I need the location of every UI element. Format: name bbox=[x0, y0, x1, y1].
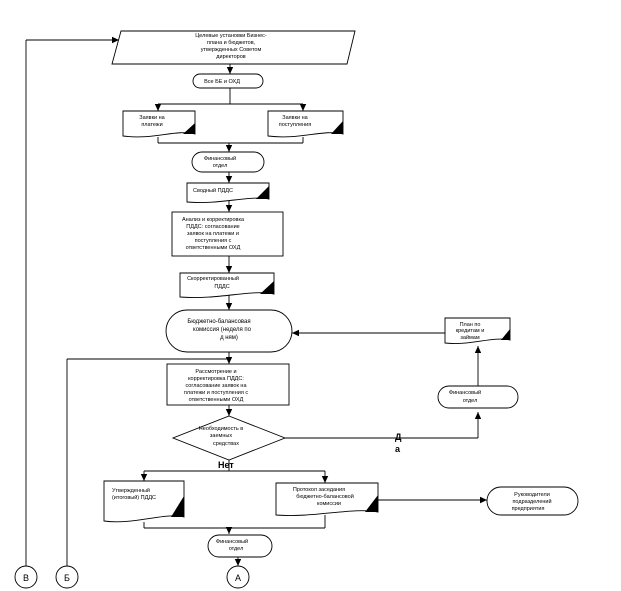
all-units-text: Все БЕ и ОХД bbox=[204, 79, 240, 85]
svg-text:Протокол заседания: Протокол заседания bbox=[293, 487, 345, 493]
input-shape: Целевые установки Бизнес- плана и бюджет… bbox=[111, 30, 356, 65]
svg-text:средствах: средствах bbox=[213, 441, 239, 447]
input-text-line: директоров bbox=[216, 54, 246, 60]
svg-text:заявок на платежи и: заявок на платежи и bbox=[187, 231, 239, 237]
input-text-line: утвержденных Советом bbox=[201, 47, 262, 53]
receipt-requests-doc: Заявки на поступления bbox=[267, 110, 344, 138]
svg-text:Утвержденный: Утвержденный bbox=[112, 487, 150, 494]
yes-label: Д bbox=[395, 432, 402, 442]
receipt-requests-text: поступления bbox=[279, 122, 311, 128]
analysis-process: Анализ и корректировка ПДДС: согласовани… bbox=[171, 211, 284, 257]
corrected-pdds-doc: Скорректированный ПДДС bbox=[179, 272, 275, 298]
svg-text:Б: Б bbox=[64, 573, 70, 583]
payment-requests-text: Заявки на bbox=[139, 115, 165, 121]
payment-requests-doc: Заявки на платежи bbox=[122, 110, 196, 138]
svg-text:комиссии: комиссии bbox=[317, 501, 341, 507]
protocol-doc: Протокол заседания бюджетно-балансовой к… bbox=[275, 482, 379, 516]
svg-text:отдел: отдел bbox=[213, 163, 228, 169]
input-text-line: плана и бюджетов, bbox=[207, 40, 256, 46]
unit-heads-node: Руководители подразделений предприятия bbox=[486, 486, 579, 516]
connector-b: Б bbox=[55, 565, 79, 589]
svg-text:бюджетно-балансовой: бюджетно-балансовой bbox=[296, 493, 354, 500]
svg-text:Руководители: Руководители bbox=[514, 492, 550, 498]
svg-text:корректировка ПДДС:: корректировка ПДДС: bbox=[188, 376, 244, 382]
svg-text:Рассмотрение и: Рассмотрение и bbox=[195, 369, 236, 375]
svg-text:ПДДС: ПДДС bbox=[214, 284, 229, 290]
svg-text:Анализ и корректировка: Анализ и корректировка bbox=[182, 217, 245, 223]
svg-text:Бюджетно-балансовая: Бюджетно-балансовая bbox=[187, 319, 250, 325]
input-text-line: Целевые установки Бизнес- bbox=[195, 33, 267, 39]
finance-dept-node: Финансовый отдел bbox=[207, 534, 273, 558]
credit-plan-doc: План по кредитам и займам bbox=[444, 317, 511, 345]
svg-text:кредитам и: кредитам и bbox=[456, 328, 485, 334]
finance-dept-node: Финансовый отдел bbox=[191, 151, 265, 173]
all-units-node: Все БЕ и ОХД bbox=[192, 73, 264, 89]
svg-text:заемных: заемных bbox=[210, 433, 232, 439]
svg-text:ответственными ОХД: ответственными ОХД bbox=[186, 245, 241, 251]
payment-requests-text: платежи bbox=[141, 122, 162, 128]
connector-lines bbox=[25, 36, 487, 566]
svg-text:поступления с: поступления с bbox=[195, 238, 232, 244]
finance-dept-node: Финансовый отдел bbox=[437, 385, 519, 409]
svg-text:отдел: отдел bbox=[463, 398, 478, 404]
svg-text:платежи и поступления с: платежи и поступления с bbox=[184, 390, 248, 396]
svg-text:Финансовый: Финансовый bbox=[216, 538, 248, 545]
svg-text:д ням): д ням) bbox=[220, 335, 238, 341]
no-label: Нет bbox=[218, 460, 234, 470]
summary-pdds-doc: Сводный ПДДС bbox=[186, 182, 270, 203]
budget-commission-node: Бюджетно-балансовая комиссия (неделя по … bbox=[165, 309, 293, 353]
svg-text:согласование заявок на: согласование заявок на bbox=[185, 383, 247, 389]
svg-text:А: А bbox=[235, 573, 241, 583]
connector-a: А bbox=[226, 565, 250, 589]
svg-text:Финансовый: Финансовый bbox=[204, 155, 236, 162]
svg-text:В: В bbox=[23, 573, 29, 583]
svg-text:ответственными ОХД: ответственными ОХД bbox=[189, 397, 244, 403]
svg-text:предприятия: предприятия bbox=[512, 506, 545, 512]
approved-pdds-doc: Утвержденный (итоговый) ПДДС bbox=[103, 480, 185, 523]
svg-text:займам: займам bbox=[460, 334, 479, 341]
svg-text:Финансовый: Финансовый bbox=[449, 389, 481, 396]
svg-text:Сводный ПДДС: Сводный ПДДС bbox=[193, 187, 233, 194]
svg-text:отдел: отдел bbox=[229, 546, 244, 552]
svg-text:комиссия (неделя по: комиссия (неделя по bbox=[193, 327, 252, 333]
need-loans-decision: Необходимость в заемных средствах bbox=[171, 415, 287, 461]
connector-v: В bbox=[14, 565, 38, 589]
svg-text:(итоговый) ПДДС: (итоговый) ПДДС bbox=[112, 494, 156, 501]
svg-text:ПДДС: согласование: ПДДС: согласование bbox=[186, 224, 239, 230]
svg-text:Скорректированный: Скорректированный bbox=[187, 275, 239, 282]
yes-label: а bbox=[395, 444, 401, 454]
svg-text:План по: План по bbox=[460, 322, 481, 328]
svg-text:подразделений: подразделений bbox=[512, 498, 551, 505]
svg-text:Необходимость в: Необходимость в bbox=[199, 426, 243, 432]
receipt-requests-text: Заявки на bbox=[282, 115, 308, 121]
review-process: Рассмотрение и корректировка ПДДС: согла… bbox=[166, 363, 290, 406]
